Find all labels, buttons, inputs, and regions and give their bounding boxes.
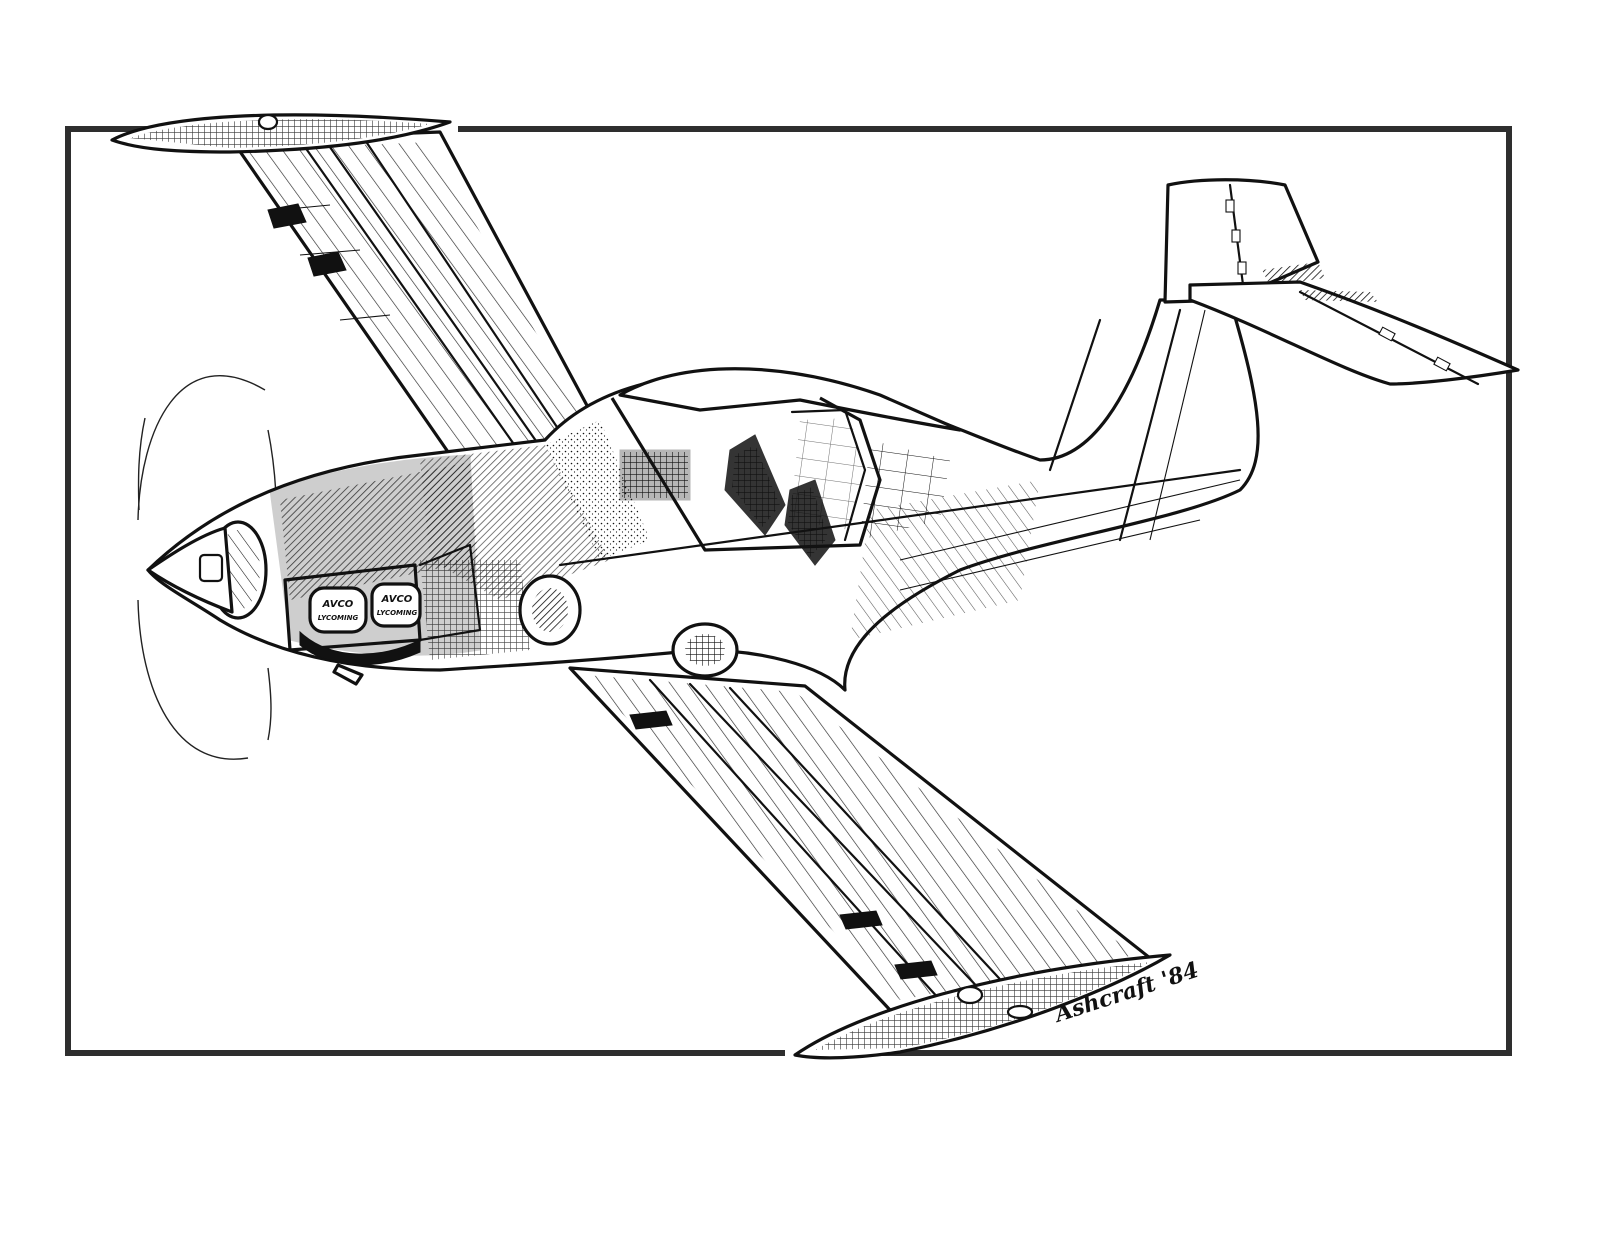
lower-wing	[568, 666, 1172, 1060]
engine-compartment: AVCO LYCOMING AVCO LYCOMING	[146, 454, 739, 686]
canopy	[610, 367, 962, 566]
tail-assembly	[1163, 178, 1520, 386]
cylinder-label-avco: AVCO	[322, 599, 354, 610]
engine-cylinder-right: AVCO LYCOMING	[370, 582, 422, 628]
cylinder-label-avco: AVCO	[381, 594, 413, 605]
upper-wing	[110, 113, 614, 470]
cylinder-label-lycoming: LYCOMING	[377, 609, 418, 617]
cylinder-label-lycoming: LYCOMING	[318, 614, 359, 622]
engine-cylinder-left: AVCO LYCOMING	[308, 586, 368, 634]
